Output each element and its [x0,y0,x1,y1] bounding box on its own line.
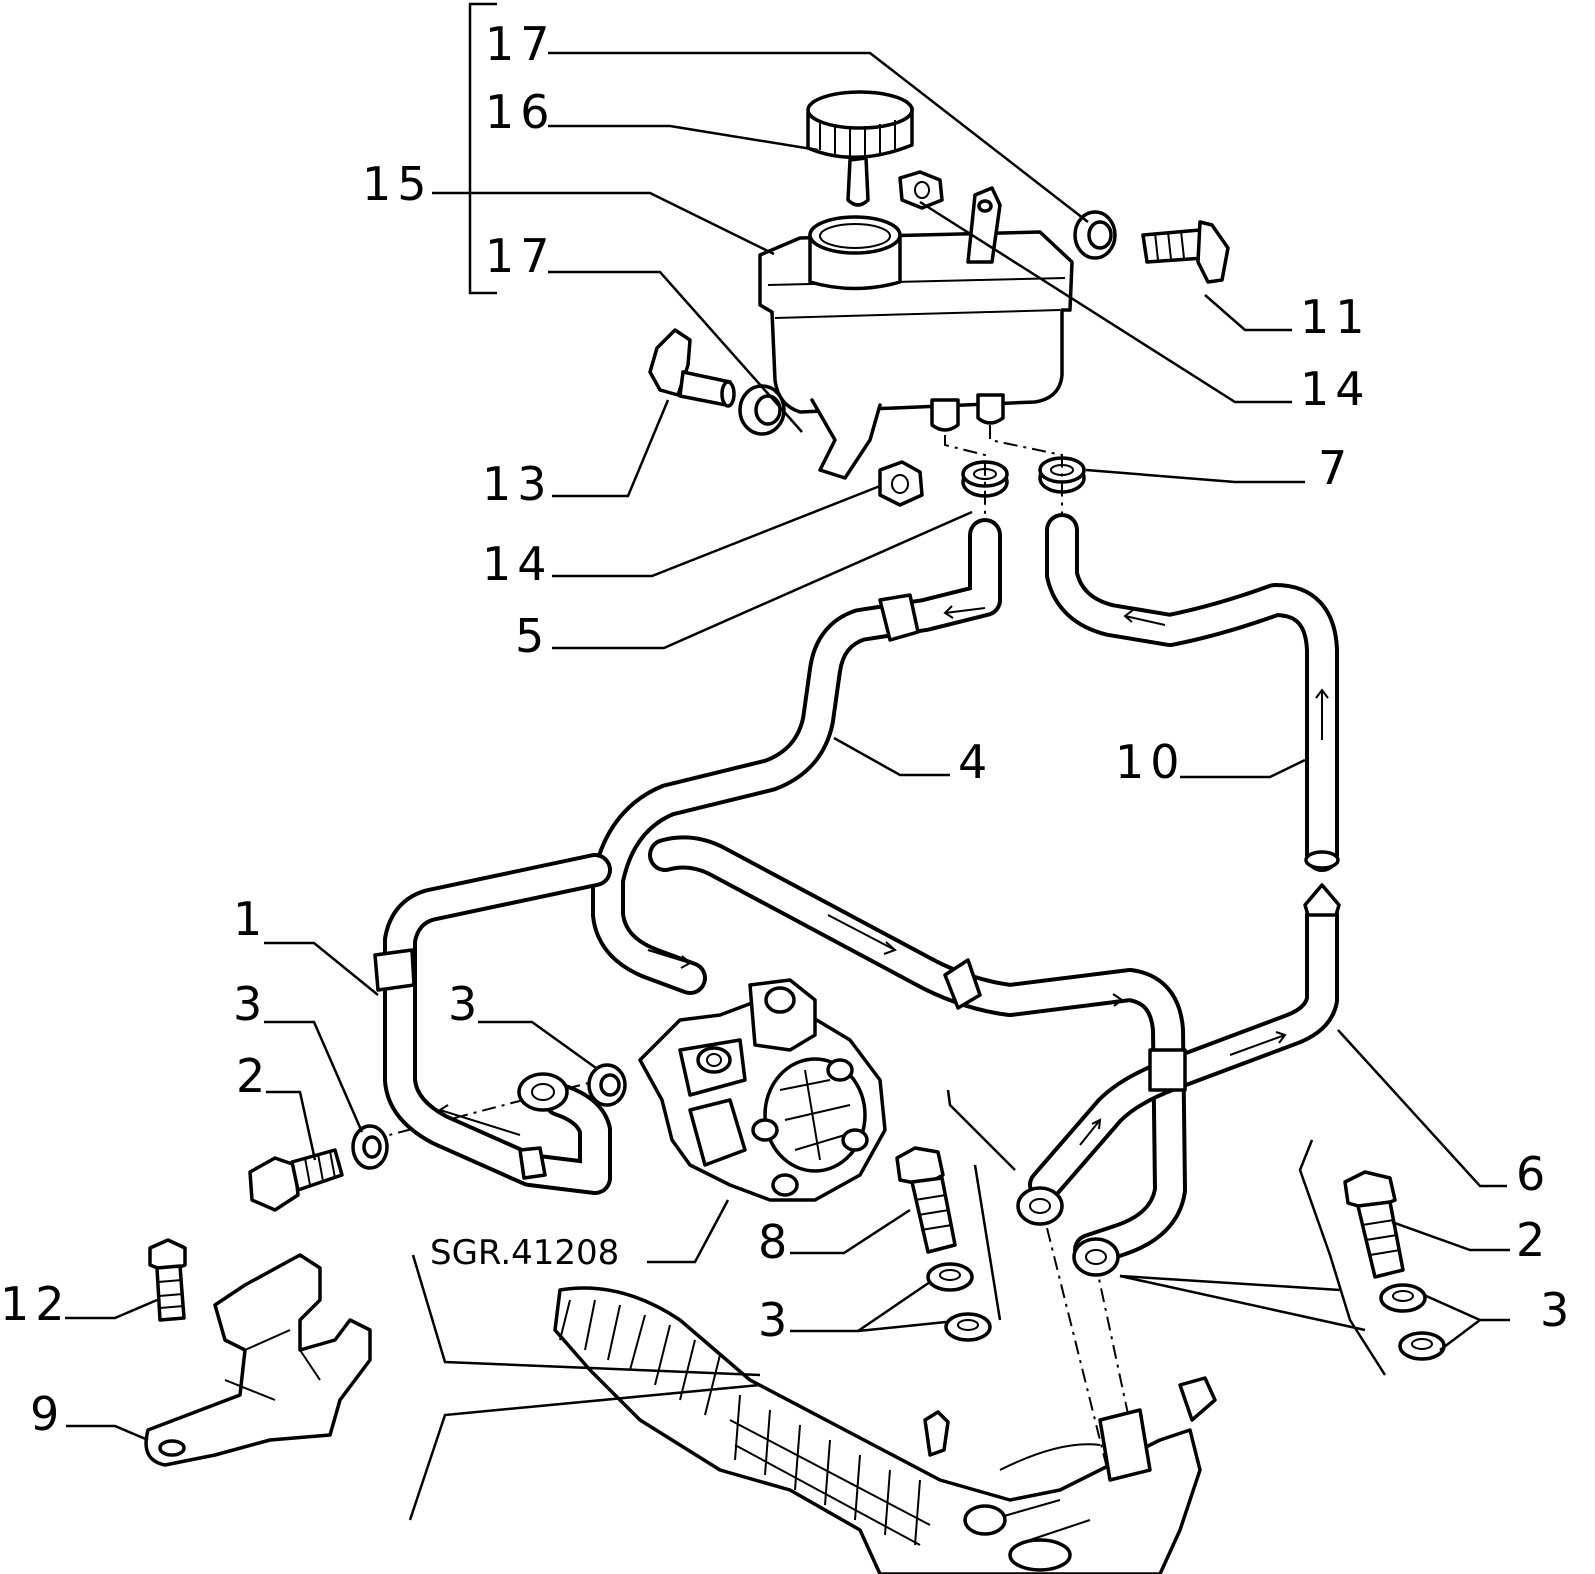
mounting-bolt-11 [1141,220,1230,284]
washer-8-top [926,1262,974,1292]
callout-3-right: 3 [1540,1283,1575,1337]
washer-2-top [1379,1283,1427,1313]
washer-3-left [351,1124,389,1170]
hoses [373,513,1341,1277]
callout-14-right: 14 [1300,362,1371,416]
callout-9: 9 [30,1387,65,1441]
washer-2-bottom [1398,1331,1446,1361]
assembly-axes [369,425,1141,1481]
callout-11: 11 [1300,290,1371,344]
reservoir-cap [806,90,914,207]
callout-3-bottom: 3 [758,1293,793,1347]
nut-14-top [898,170,944,210]
reservoir [758,186,1074,480]
reference-brackets [408,1089,1387,1521]
callout-17-bottom: 17 [485,229,556,283]
callout-15: 15 [362,157,433,211]
callout-16: 16 [485,85,556,139]
callout-10: 10 [1115,735,1186,789]
callout-12: 12 [0,1277,71,1331]
reference-code: SGR.41208 [430,1233,619,1273]
callout-labels: 17 16 15 17 11 14 7 13 14 5 4 10 1 3 3 2… [0,17,1575,1441]
banjo-bolt-2-right [1343,1170,1405,1279]
callout-8: 8 [758,1215,793,1269]
group-bracket [468,2,497,295]
mounting-bolt-13 [648,328,736,408]
grommet-17-top [1073,210,1117,260]
grommet-17-bottom [738,384,786,436]
bracket-12-bolt [148,1238,187,1322]
callout-7: 7 [1318,441,1353,495]
callout-5: 5 [515,609,550,663]
callout-2-right: 2 [1516,1213,1551,1267]
washer-8-bottom [944,1312,992,1342]
power-steering-pump [638,978,887,1202]
callout-17-top: 17 [485,17,556,71]
leader-lines [65,51,1510,1442]
callout-3-pump: 3 [448,977,483,1031]
callout-2-left: 2 [236,1049,271,1103]
callout-1: 1 [233,892,268,946]
steering-rack [553,1286,1217,1574]
callout-3-left: 3 [233,977,268,1031]
banjo-washer-pump [587,1063,627,1107]
callout-6: 6 [1516,1147,1551,1201]
flow-arrows [438,605,1329,1146]
callout-13: 13 [482,457,553,511]
nut-14-bottom [878,460,924,507]
callout-14-left: 14 [482,537,553,591]
callout-4: 4 [958,735,993,789]
banjo-bolt-8 [895,1146,957,1254]
mounting-bracket-9 [144,1253,372,1467]
banjo-bolt-2-left [248,1148,344,1212]
